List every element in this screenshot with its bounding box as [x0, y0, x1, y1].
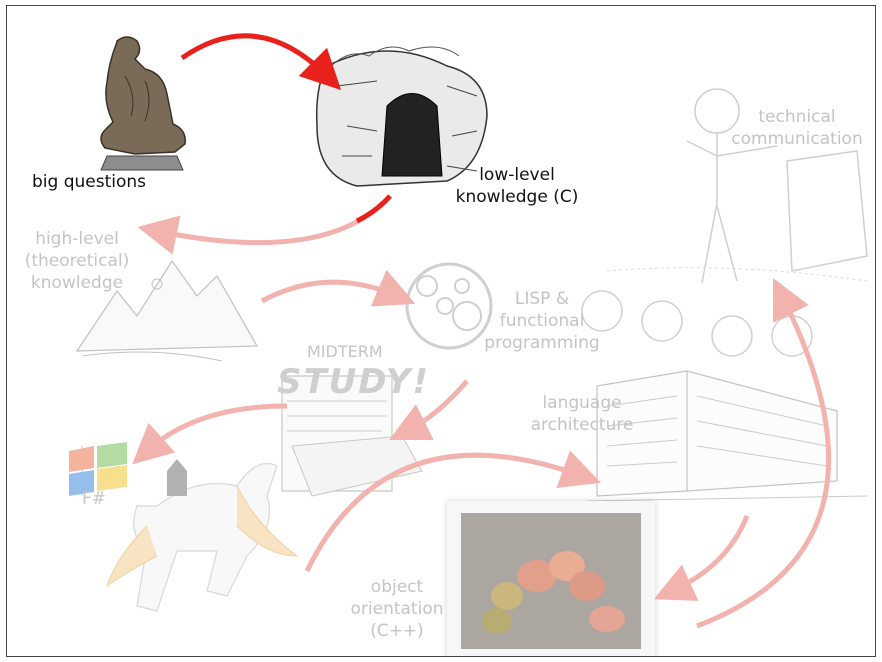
label-low-level-line1: low-level	[447, 164, 587, 186]
label-high-level-line1: high-level	[17, 228, 137, 250]
label-object-orientation: object orientation (C++)	[347, 576, 447, 642]
arrow-building-to-oo	[672, 516, 747, 591]
arrows-layer	[7, 6, 876, 657]
label-fsharp: F#	[82, 488, 106, 510]
label-language-line1: language	[527, 392, 637, 414]
label-technical-line1: technical	[717, 106, 876, 128]
arrow-oo-to-communication	[697, 296, 829, 626]
label-oo-line2: orientation	[347, 598, 447, 620]
label-study: STUDY!	[277, 362, 430, 402]
label-high-level-line2: (theoretical)	[17, 250, 137, 272]
label-high-level: high-level (theoretical) knowledge	[17, 228, 137, 294]
arrow-fsharp-to-language	[307, 455, 582, 571]
label-high-level-line3: knowledge	[17, 272, 137, 294]
label-technical-line2: communication	[717, 128, 876, 150]
arrow-big-questions-to-low-level	[182, 36, 327, 76]
label-big-questions: big questions	[32, 171, 146, 193]
label-midterm: MIDTERM	[307, 341, 383, 363]
diagram-frame: big questions low-level knowledge (C) hi…	[6, 5, 876, 657]
label-oo-line1: object	[347, 576, 447, 598]
label-low-level-line2: knowledge (C)	[447, 186, 587, 208]
label-lisp-line3: programming	[477, 332, 607, 354]
arrow-high-level-to-lisp	[262, 282, 397, 301]
label-lisp: LISP & functional programming	[477, 288, 607, 354]
label-lisp-line1: LISP &	[477, 288, 607, 310]
arrow-low-level-to-high-level-active-part	[357, 196, 390, 221]
label-language: language architecture	[527, 392, 637, 436]
label-low-level: low-level knowledge (C)	[447, 164, 587, 208]
arrow-midterm-to-fsharp	[147, 406, 287, 451]
label-technical: technical communication	[717, 106, 876, 150]
label-language-line2: architecture	[527, 414, 637, 436]
arrow-low-level-to-high-level	[157, 196, 390, 243]
label-lisp-line2: functional	[477, 310, 607, 332]
label-oo-line3: (C++)	[347, 620, 447, 642]
